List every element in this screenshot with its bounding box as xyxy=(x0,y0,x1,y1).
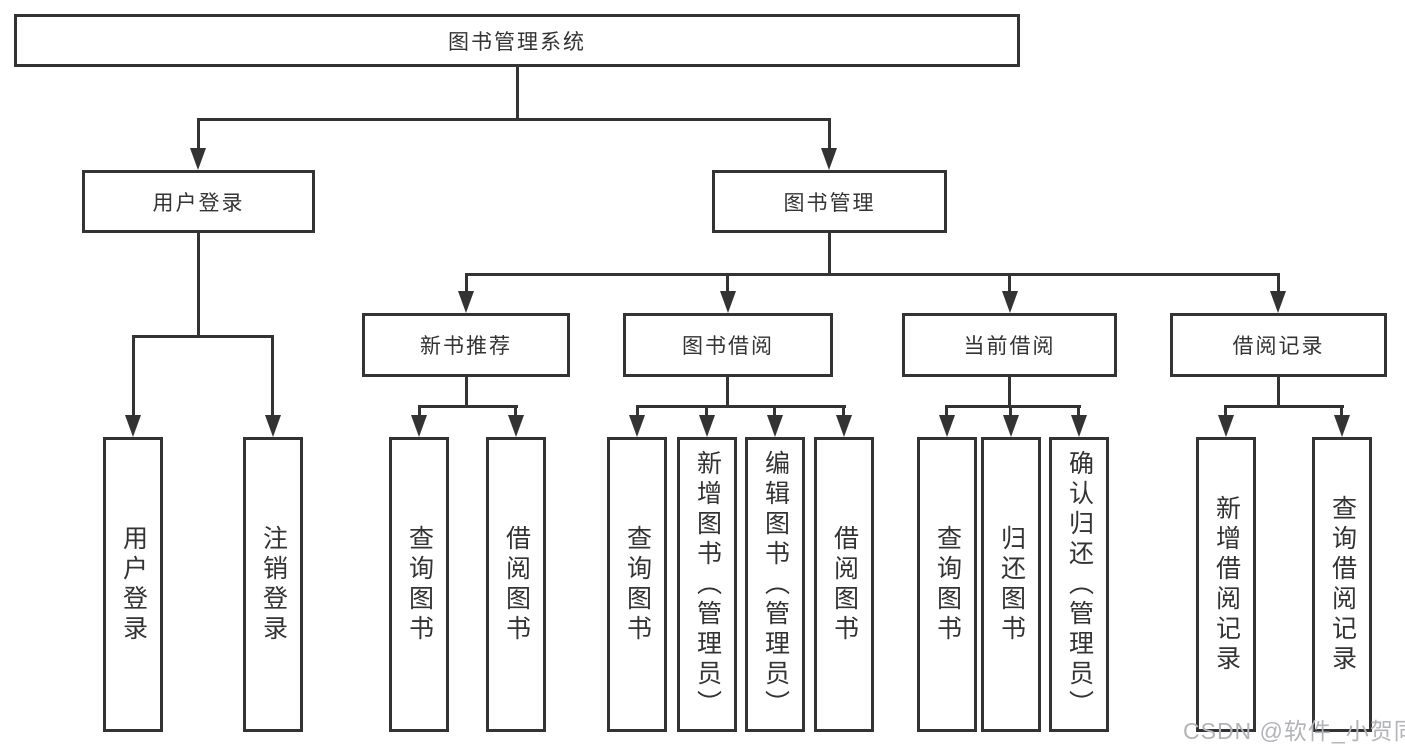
connector-line xyxy=(1009,405,1012,415)
arrowhead-icon xyxy=(265,415,281,437)
connector-line xyxy=(1224,405,1344,408)
arrowhead-icon xyxy=(1218,415,1234,437)
node-book-borrow: 图书借阅 xyxy=(623,313,833,377)
arrowhead-icon xyxy=(1003,415,1019,437)
connector-line xyxy=(1008,273,1011,291)
leaf-add-borrow-record: 新增借阅记录 xyxy=(1196,437,1256,732)
connector-line xyxy=(726,377,729,405)
connector-line xyxy=(514,405,517,415)
connector-line xyxy=(828,118,831,148)
connector-line xyxy=(636,405,639,415)
node-current-borrow: 当前借阅 xyxy=(902,313,1117,377)
leaf-return-books: 归还图书 xyxy=(981,437,1041,732)
connector-line xyxy=(1224,405,1227,415)
arrowhead-icon xyxy=(1270,291,1286,313)
connector-line xyxy=(271,335,274,415)
connector-line xyxy=(1077,405,1080,415)
connector-line xyxy=(1008,377,1011,405)
leaf-add-book-admin: 新增图书（管理员） xyxy=(677,437,737,732)
node-borrow-records: 借阅记录 xyxy=(1170,313,1387,377)
connector-line xyxy=(726,273,729,291)
connector-line xyxy=(1277,273,1280,291)
arrowhead-icon xyxy=(720,291,736,313)
arrowhead-icon xyxy=(821,148,837,170)
connector-line xyxy=(132,335,135,415)
node-library-system: 图书管理系统 xyxy=(14,14,1020,67)
arrowhead-icon xyxy=(508,415,524,437)
arrowhead-icon xyxy=(190,148,206,170)
connector-line xyxy=(197,233,200,335)
arrowhead-icon xyxy=(458,291,474,313)
connector-line xyxy=(773,405,776,415)
arrowhead-icon xyxy=(125,415,141,437)
leaf-logout: 注销登录 xyxy=(243,437,303,732)
node-book-management: 图书管理 xyxy=(712,170,947,233)
connector-line xyxy=(945,405,1081,408)
connector-line xyxy=(705,405,708,415)
node-new-book-recommend: 新书推荐 xyxy=(362,313,570,377)
arrowhead-icon xyxy=(1071,415,1087,437)
arrowhead-icon xyxy=(767,415,783,437)
connector-line xyxy=(197,118,200,148)
arrowhead-icon xyxy=(836,415,852,437)
connector-line xyxy=(842,405,845,415)
leaf-user-login: 用户登录 xyxy=(103,437,163,732)
connector-line xyxy=(945,405,948,415)
node-user-login: 用户登录 xyxy=(82,170,315,233)
connector-line xyxy=(418,405,421,415)
connector-line xyxy=(132,335,274,338)
connector-line xyxy=(465,273,468,291)
arrowhead-icon xyxy=(699,415,715,437)
leaf-query-borrow-record: 查询借阅记录 xyxy=(1312,437,1372,732)
connector-line xyxy=(465,377,468,405)
leaf-query-books: 查询图书 xyxy=(917,437,977,732)
connector-line xyxy=(465,273,1280,276)
leaf-query-books: 查询图书 xyxy=(607,437,667,732)
leaf-confirm-return-admin: 确认归还（管理员） xyxy=(1049,437,1109,732)
arrowhead-icon xyxy=(939,415,955,437)
leaf-borrow-books: 借阅图书 xyxy=(814,437,874,732)
arrowhead-icon xyxy=(411,415,427,437)
arrowhead-icon xyxy=(1002,291,1018,313)
connector-line xyxy=(1277,377,1280,405)
connector-line xyxy=(636,405,846,408)
connector-line xyxy=(516,67,519,118)
connector-line xyxy=(197,118,831,121)
connector-line xyxy=(418,405,518,408)
arrowhead-icon xyxy=(629,415,645,437)
arrowhead-icon xyxy=(1334,415,1350,437)
leaf-borrow-books: 借阅图书 xyxy=(486,437,546,732)
connector-line xyxy=(828,233,831,273)
watermark: CSDN @软件_小贺同学 xyxy=(1183,718,1405,744)
leaf-query-books: 查询图书 xyxy=(389,437,449,732)
leaf-edit-book-admin: 编辑图书（管理员） xyxy=(745,437,805,732)
connector-line xyxy=(1340,405,1343,415)
